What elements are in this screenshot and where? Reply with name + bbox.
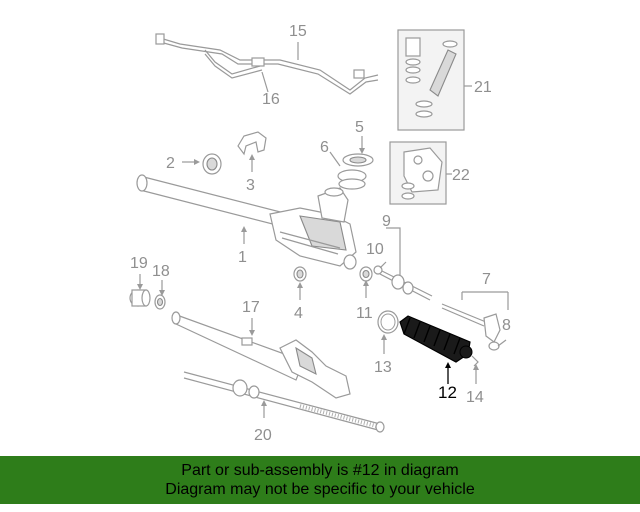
part-12-rack-boot-highlighted[interactable] [399,315,473,363]
label-3: 3 [246,177,255,194]
label-4: 4 [294,305,303,322]
part-22-valve-body[interactable] [389,141,447,205]
label-2: 2 [166,155,175,172]
label-10: 10 [366,241,384,258]
part-19-end-bushing[interactable] [129,289,151,307]
part-7-tie-rod-end[interactable] [441,303,501,343]
label-6: 6 [320,139,329,156]
label-1: 1 [238,249,247,266]
label-15: 15 [289,23,307,40]
part-8-castle-nut[interactable] [488,341,500,351]
part-21-valve-assembly[interactable] [397,29,465,131]
label-13: 13 [374,359,392,376]
part-6-locknut[interactable] [337,169,367,190]
part-14-cotter-pin[interactable] [471,355,479,367]
info-banner: Part or sub-assembly is #12 in diagram D… [0,456,640,504]
label-14: 14 [466,389,484,406]
banner-line-part-note: Part or sub-assembly is #12 in diagram [181,462,459,479]
part-3-mounting-bracket[interactable] [237,131,267,156]
part-17-rack-housing-lower[interactable] [171,311,351,399]
part-2-bushing[interactable] [202,153,222,175]
label-5: 5 [355,119,364,136]
part-9-inner-tie-rod[interactable] [379,269,433,301]
banner-line-disclaimer: Diagram may not be specific to your vehi… [165,481,475,498]
label-12: 12 [438,383,457,402]
label-19: 19 [130,255,148,272]
label-22: 22 [452,167,470,184]
part-18-bushing[interactable] [154,294,166,310]
part-20-steering-rack[interactable] [183,371,385,433]
part-11-washer[interactable] [359,266,373,282]
part-15-hydraulic-line[interactable] [155,33,379,95]
label-11: 11 [356,305,373,322]
part-1-rack-housing[interactable] [136,174,357,270]
exploded-parts-diagram: 15 16 21 22 2 3 [129,23,511,444]
part-16-hydraulic-line[interactable] [204,49,265,79]
label-7: 7 [482,271,491,288]
part-5-seal[interactable] [342,153,374,167]
label-16: 16 [262,91,280,108]
label-18: 18 [152,263,170,280]
label-9: 9 [382,213,391,230]
label-8: 8 [502,317,511,334]
part-4-bushing[interactable] [293,266,307,282]
label-20: 20 [254,427,272,444]
label-21: 21 [474,79,492,96]
part-13-boot-clamp[interactable] [377,310,399,334]
label-17: 17 [242,299,260,316]
